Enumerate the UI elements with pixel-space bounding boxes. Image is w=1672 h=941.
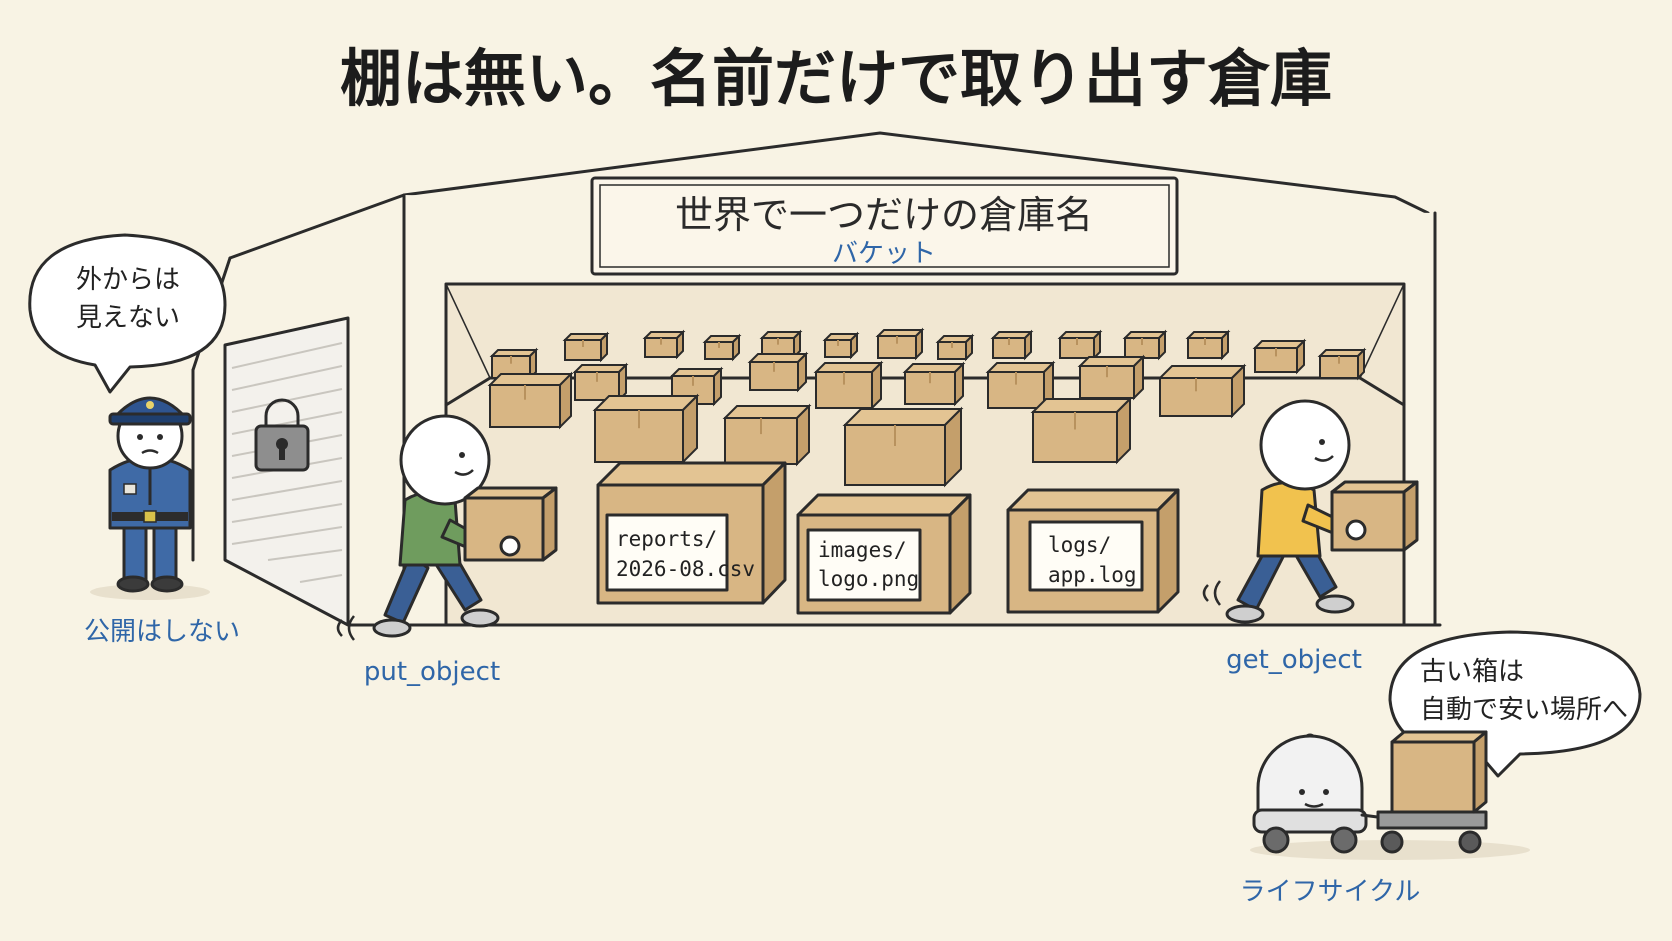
background-box-side xyxy=(676,329,684,360)
lifecycle-robot xyxy=(1250,730,1530,860)
object-key-line2: logo.png xyxy=(818,567,919,591)
background-box-side xyxy=(600,331,608,363)
background-box-side xyxy=(682,393,698,465)
background-box-top xyxy=(875,329,925,337)
guard-bubble-line2: 見えない xyxy=(76,303,180,333)
background-box-top xyxy=(487,373,574,386)
get-object-worker xyxy=(1202,399,1419,624)
background-box-side xyxy=(1116,396,1131,465)
background-box-side xyxy=(1093,329,1101,361)
background-box-side xyxy=(1158,329,1166,361)
security-guard xyxy=(90,396,210,600)
object-key-line1: reports/ xyxy=(616,527,717,551)
background-box-side xyxy=(618,362,627,403)
background-box-top xyxy=(902,363,966,373)
put-object-worker xyxy=(336,414,558,641)
background-box-side xyxy=(1231,363,1245,419)
background-box-top xyxy=(1077,356,1146,367)
background-box-side xyxy=(1296,338,1305,375)
background-box-top xyxy=(1030,398,1133,413)
background-box-side xyxy=(1024,329,1032,361)
robot-bubble-line2: 自動で安い場所へ xyxy=(1420,695,1628,725)
background-box-side xyxy=(793,329,801,360)
bucket-sign-subtitle: バケット xyxy=(832,239,936,269)
background-box-top xyxy=(489,349,539,357)
get-object-caption: get_object xyxy=(1226,645,1362,675)
background-box-side xyxy=(529,347,537,381)
object-box-reports: reports/ 2026-08.csv xyxy=(596,461,787,605)
background-box-top xyxy=(592,395,700,411)
background-box xyxy=(1032,411,1118,463)
background-box-side xyxy=(559,371,572,430)
guard-speech-bubble: 外からは 見えない xyxy=(28,233,227,394)
background-boxes xyxy=(487,327,1367,488)
object-key-line2: app.log xyxy=(1048,563,1137,587)
background-box-top xyxy=(747,353,809,363)
guard-caption: 公開はしない xyxy=(84,617,240,647)
background-box-side xyxy=(965,333,973,362)
background-box-side xyxy=(796,403,810,467)
object-key-line1: images/ xyxy=(818,538,907,562)
guard-bubble-line1: 外からは xyxy=(76,265,180,295)
background-box-top xyxy=(1317,349,1367,357)
background-box-top xyxy=(985,362,1056,373)
padlock-icon xyxy=(254,398,310,472)
background-box-top xyxy=(1157,365,1247,379)
background-box-side xyxy=(954,361,964,407)
page-title: 棚は無い。名前だけで取り出す倉庫 xyxy=(340,42,1332,115)
background-box-top xyxy=(842,408,964,426)
background-box-side xyxy=(713,366,722,407)
background-box-side xyxy=(871,360,882,411)
background-box-side xyxy=(1221,329,1229,361)
background-box-side xyxy=(797,351,807,393)
lifecycle-caption: ライフサイクル xyxy=(1240,877,1421,907)
object-key-line1: logs/ xyxy=(1048,533,1111,557)
background-box-top xyxy=(572,364,629,373)
robot-bubble-line1: 古い箱は xyxy=(1420,657,1524,687)
background-box-top xyxy=(722,405,812,419)
bucket-sign: 世界で一つだけの倉庫名 バケット xyxy=(590,176,1179,276)
background-box-top xyxy=(813,362,884,373)
background-box-side xyxy=(732,333,740,362)
object-box-images: images/ logo.png xyxy=(796,493,972,615)
put-object-caption: put_object xyxy=(364,657,500,687)
background-box-side xyxy=(850,331,858,360)
object-box-logs: logs/ app.log xyxy=(1006,488,1180,614)
background-box-side xyxy=(1357,347,1365,381)
background-box-side xyxy=(915,327,923,361)
background-box-side xyxy=(1133,354,1144,401)
object-key-line2: 2026-08.csv xyxy=(616,557,755,581)
bucket-sign-title: 世界で一つだけの倉庫名 xyxy=(675,193,1093,237)
locked-shutter-door xyxy=(223,316,350,627)
background-box-side xyxy=(944,406,962,488)
